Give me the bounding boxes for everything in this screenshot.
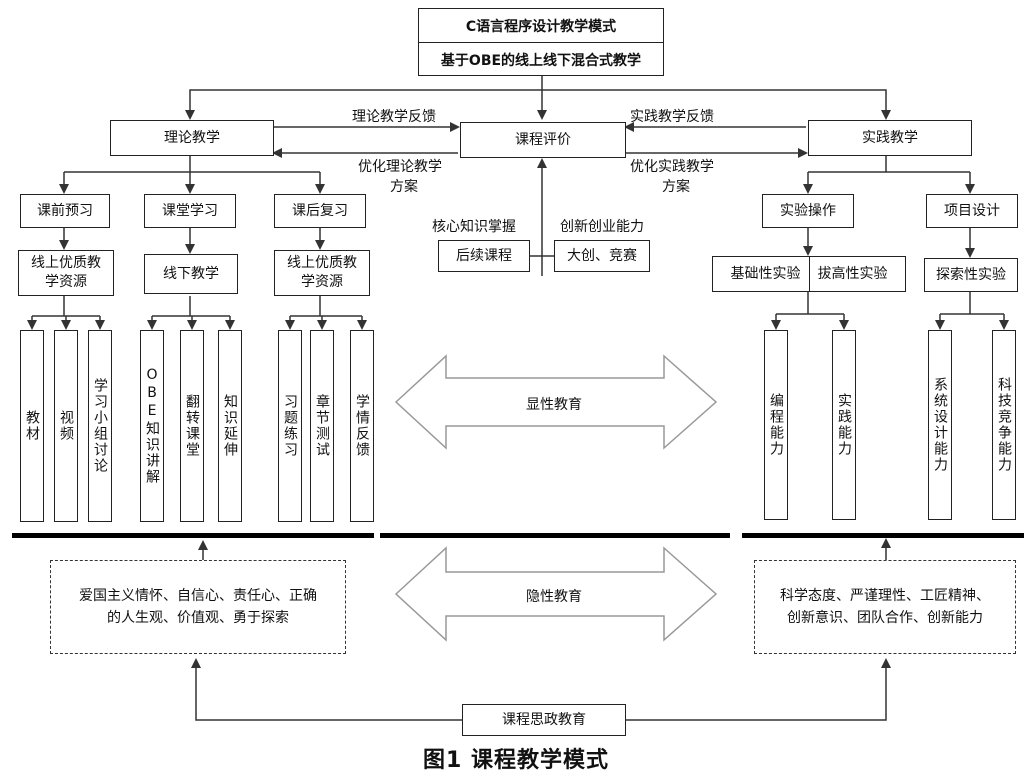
stage-pre-label: 课前预习 (37, 202, 93, 219)
leaf-system-design-ability-label: 系统设计能力 (932, 377, 948, 473)
divider-left (12, 533, 374, 538)
optimize-practice-label-line1: 优化实践教学 (630, 159, 714, 175)
basic-experiment-label: 基础性实验 (731, 257, 810, 291)
course-civics-label: 课程思政教育 (502, 711, 586, 728)
resource-class-label: 线下教学 (163, 265, 219, 282)
contest-label: 大创、竞赛 (567, 247, 637, 264)
optimize-theory-label-line2: 方案 (390, 179, 418, 195)
practice-teaching-box: 实践教学 (808, 120, 972, 156)
leaf-learning-feedback: 学情反馈 (350, 330, 374, 522)
course-evaluation-box: 课程评价 (460, 122, 626, 158)
leaf-programming-ability-label: 编程能力 (768, 393, 784, 457)
title-line2: 基于OBE的线上线下混合式教学 (440, 52, 642, 69)
resource-offline: 线下教学 (144, 254, 238, 294)
practice-teaching-label: 实践教学 (862, 129, 918, 146)
resource-online-post: 线上优质教学资源 (274, 250, 370, 296)
experiment-operation-box: 实验操作 (762, 194, 854, 228)
leaf-group-discussion-label: 学习小组讨论 (92, 378, 108, 474)
leaf-textbook-label: 教材 (24, 410, 40, 442)
project-design-label: 项目设计 (944, 202, 1000, 219)
stage-post-label: 课后复习 (292, 202, 348, 219)
explicit-double-arrow (394, 354, 718, 450)
title-to-practice-arrow (542, 89, 891, 120)
leaf-video-label: 视频 (58, 410, 74, 442)
leaf-group-discussion: 学习小组讨论 (88, 330, 112, 522)
figure-caption: 图1 课程教学模式 (423, 748, 609, 773)
implicit-education-label: 隐性教育 (526, 589, 582, 605)
explicit-education-label: 显性教育 (526, 397, 582, 413)
course-civics-box: 课程思政教育 (462, 704, 626, 736)
divider-center (380, 533, 730, 538)
leaf-tech-competition-ability: 科技竞争能力 (992, 330, 1016, 520)
experiment-operation-label: 实验操作 (780, 202, 836, 219)
leaf-knowledge-extension-label: 知识延伸 (222, 394, 238, 458)
exploratory-experiment-label: 探索性实验 (936, 266, 1006, 283)
theory-teaching-label: 理论教学 (164, 129, 220, 146)
title-to-theory-arrow (185, 89, 542, 120)
course-evaluation-label: 课程评价 (515, 131, 571, 148)
leaf-programming-ability: 编程能力 (764, 330, 788, 520)
leaf-learning-feedback-label: 学情反馈 (354, 394, 370, 458)
leaf-chapter-test-label: 章节测试 (314, 394, 330, 458)
leaf-textbook: 教材 (20, 330, 44, 522)
leaf-exercises-label: 习题练习 (282, 394, 298, 458)
leaf-tech-competition-ability-label: 科技竞争能力 (996, 377, 1012, 473)
stage-pre-class: 课前预习 (20, 194, 110, 228)
theory-feedback-label: 理论教学反馈 (352, 109, 436, 125)
ideology-left-line2: 的人生观、价值观、勇于探索 (107, 610, 289, 626)
ideology-right-line2: 创新意识、团队合作、创新能力 (787, 610, 983, 626)
leaf-knowledge-extension: 知识延伸 (218, 330, 242, 522)
leaf-obe-lecture: OBE知识讲解 (140, 330, 164, 522)
follow-up-course-box: 后续课程 (438, 240, 530, 272)
leaf-flipped-class: 翻转课堂 (180, 330, 204, 522)
leaf-exercises: 习题练习 (278, 330, 302, 522)
follow-up-course-label: 后续课程 (456, 247, 512, 264)
stage-class-label: 课堂学习 (162, 202, 218, 219)
title-box: C语言程序设计教学模式 基于OBE的线上线下混合式教学 (418, 8, 664, 76)
leaf-practice-ability-label: 实践能力 (836, 393, 852, 457)
ideology-right-line1: 科学态度、严谨理性、工匠精神、 (780, 587, 990, 604)
implicit-double-arrow (394, 546, 718, 642)
ideology-right-box: 科学态度、严谨理性、工匠精神、 创新意识、团队合作、创新能力 (754, 560, 1016, 654)
theory-teaching-box: 理论教学 (110, 120, 274, 156)
leaf-system-design-ability: 系统设计能力 (928, 330, 952, 520)
resource-pre-label: 线上优质教学资源 (31, 255, 101, 290)
divider-right (742, 533, 1024, 538)
optimize-practice-label-line2: 方案 (662, 179, 690, 195)
core-knowledge-label: 核心知识掌握 (432, 219, 516, 235)
ideology-left-line1: 爱国主义情怀、自信心、责任心、正确 (79, 587, 317, 604)
advanced-experiment-label: 拔高性实验 (817, 265, 888, 282)
innovation-ability-label: 创新创业能力 (560, 219, 644, 235)
civics-to-left-arrow (191, 658, 462, 721)
resource-post-label: 线上优质教学资源 (287, 255, 357, 290)
leaf-video: 视频 (54, 330, 78, 522)
exploratory-experiment-box: 探索性实验 (924, 258, 1018, 292)
resource-online-pre: 线上优质教学资源 (18, 250, 114, 296)
leaf-chapter-test: 章节测试 (310, 330, 334, 522)
project-design-box: 项目设计 (926, 194, 1018, 228)
civics-to-right-arrow (626, 658, 891, 721)
stage-post-class: 课后复习 (274, 194, 366, 228)
leaf-obe-lecture-label: OBE知识讲解 (144, 367, 160, 485)
ideology-left-box: 爱国主义情怀、自信心、责任心、正确 的人生观、价值观、勇于探索 (50, 560, 346, 654)
leaf-flipped-class-label: 翻转课堂 (184, 394, 200, 458)
practice-feedback-label: 实践教学反馈 (630, 109, 714, 125)
optimize-theory-label-line1: 优化理论教学 (358, 159, 442, 175)
title-line1: C语言程序设计教学模式 (419, 9, 663, 43)
contest-box: 大创、竞赛 (554, 240, 650, 272)
experiment-types-box: 基础性实验 拔高性实验 (712, 256, 906, 292)
leaf-practice-ability: 实践能力 (832, 330, 856, 520)
stage-in-class: 课堂学习 (144, 194, 236, 228)
